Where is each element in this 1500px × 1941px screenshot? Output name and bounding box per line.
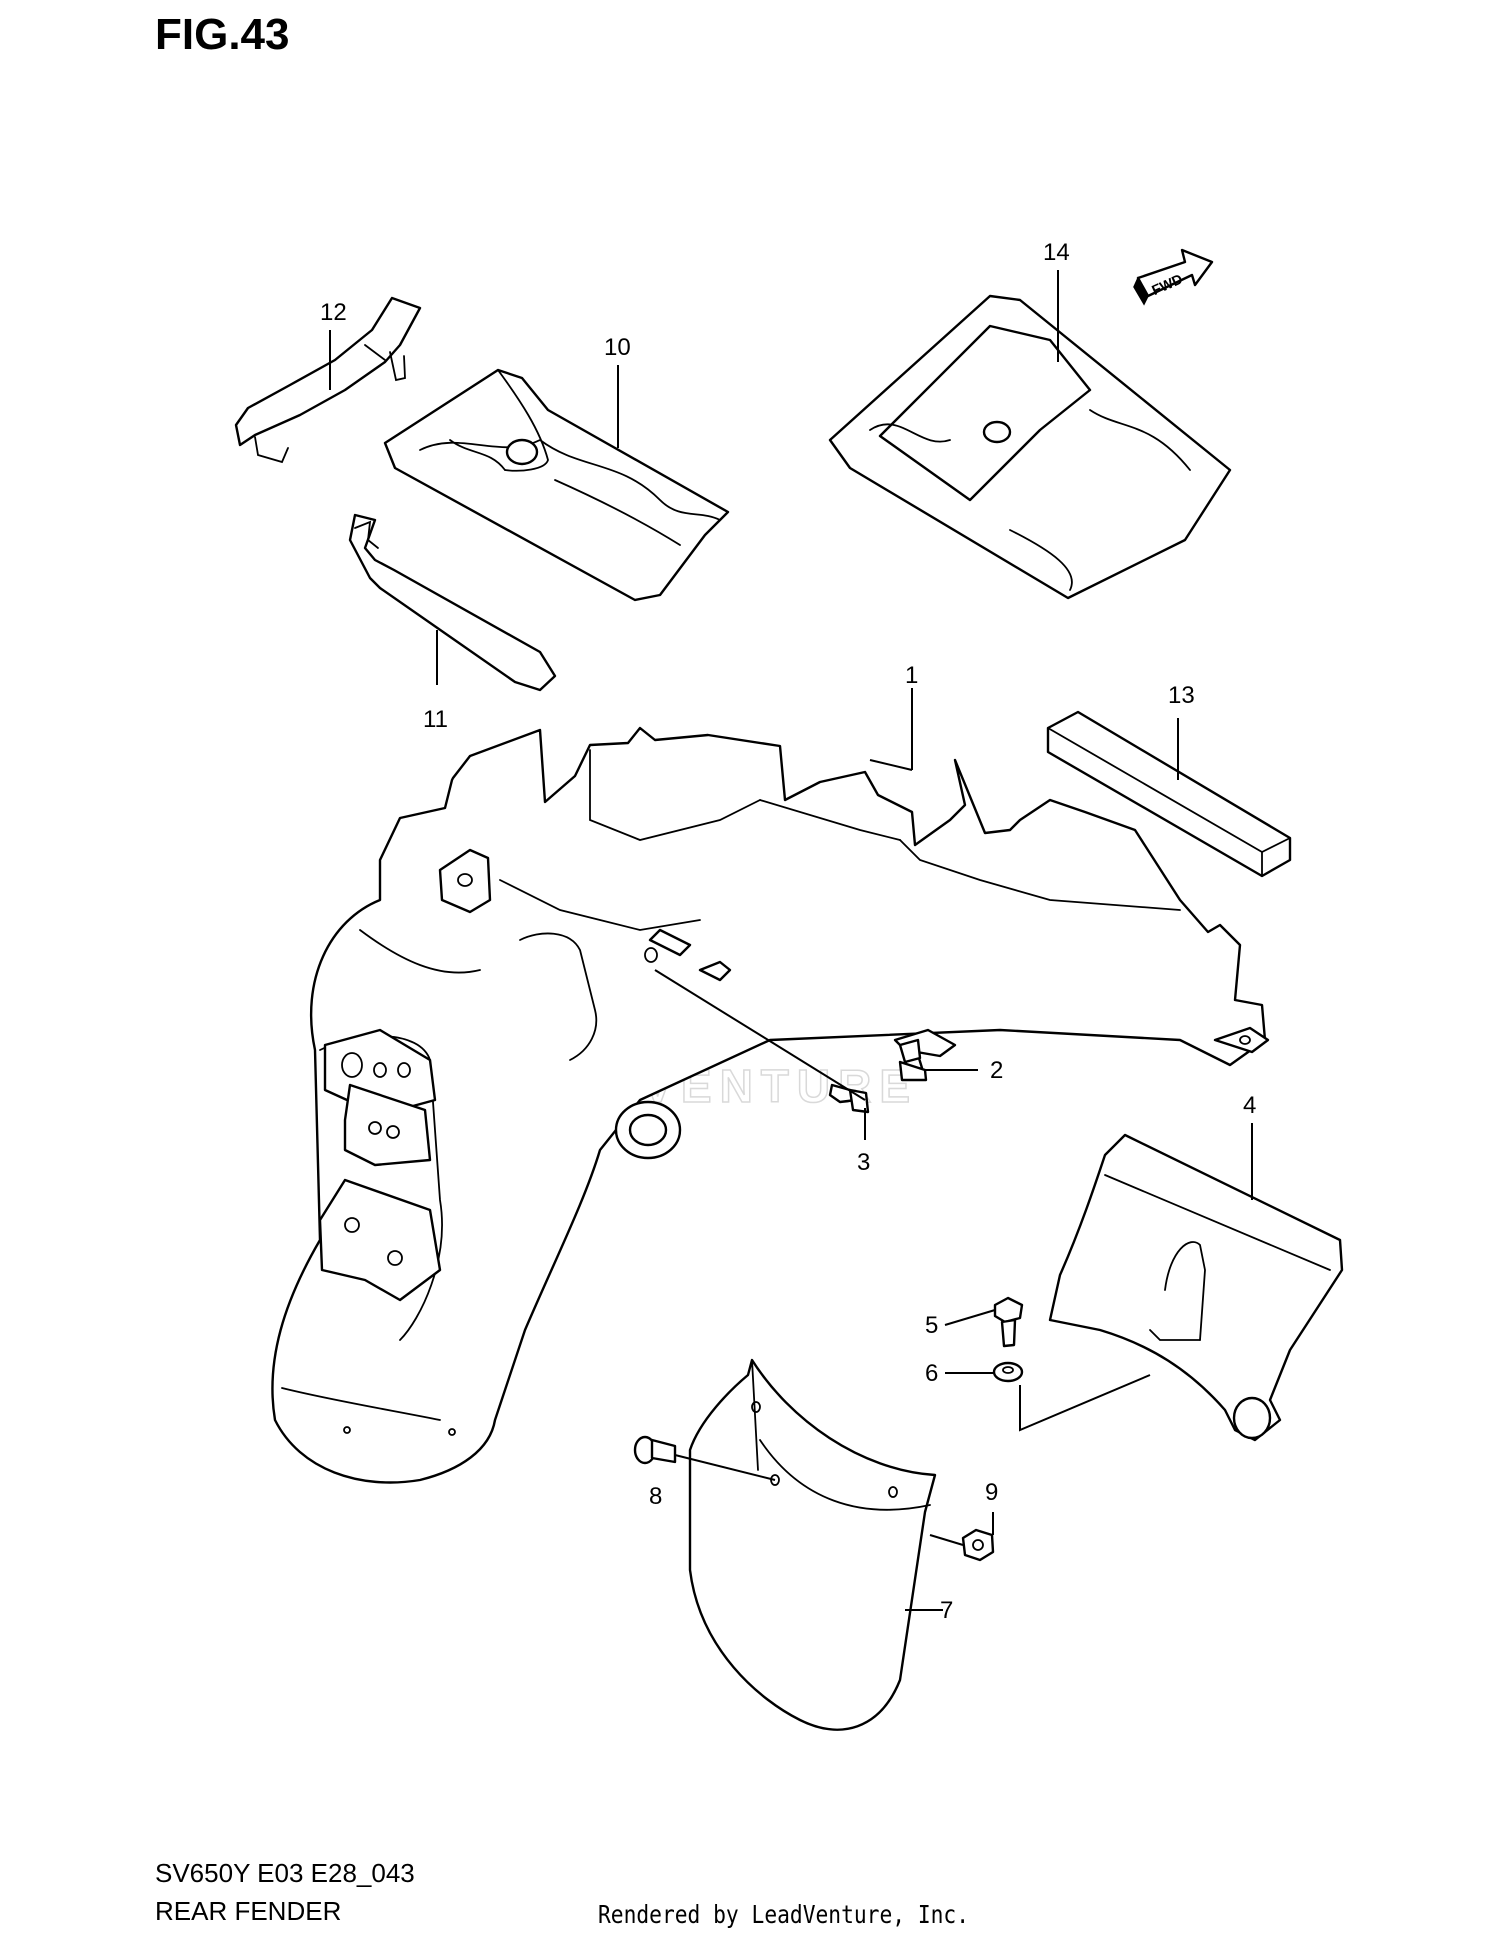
callout-14[interactable]: 14 (1043, 239, 1070, 266)
part-1-rear-fender[interactable] (271, 726, 1270, 1484)
callout-1[interactable]: 1 (905, 662, 918, 689)
part-6-washer[interactable] (992, 1361, 1024, 1383)
callout-10[interactable]: 10 (604, 334, 631, 361)
callout-11[interactable]: 11 (423, 706, 448, 733)
part-12-strap[interactable] (234, 296, 422, 464)
callout-3[interactable]: 3 (857, 1149, 870, 1176)
section-name: REAR FENDER (155, 1896, 342, 1926)
part-11-spanner[interactable] (348, 513, 557, 692)
figure-title: FIG.43 (155, 10, 290, 59)
callout-labels: 12 10 14 11 13 1 2 3 4 5 6 7 8 9 (320, 239, 1256, 1624)
model-code: SV650Y E03 E28_043 (155, 1858, 415, 1888)
part-10-tool-bag[interactable] (383, 368, 730, 602)
callout-7[interactable]: 7 (940, 1597, 953, 1624)
callout-13[interactable]: 13 (1168, 682, 1195, 709)
part-9-nut[interactable] (961, 1528, 995, 1562)
part-14-manual-case[interactable] (828, 294, 1232, 600)
part-5-bolt[interactable] (993, 1296, 1024, 1348)
part-8-screw[interactable] (633, 1435, 677, 1465)
callout-5[interactable]: 5 (925, 1312, 938, 1339)
part-4-mud-guard[interactable] (1048, 1133, 1344, 1442)
fwd-direction-arrow: FWD (1133, 248, 1214, 306)
callout-9[interactable]: 9 (985, 1479, 998, 1506)
render-credit: Rendered by LeadVenture, Inc. (598, 1900, 970, 1929)
leader-lines (329, 270, 1253, 1611)
callout-12[interactable]: 12 (320, 299, 347, 326)
part-2-bolt[interactable] (898, 1038, 928, 1082)
callout-6[interactable]: 6 (925, 1360, 938, 1387)
callout-4[interactable]: 4 (1243, 1092, 1256, 1119)
callout-2[interactable]: 2 (990, 1057, 1003, 1084)
callout-8[interactable]: 8 (649, 1483, 662, 1510)
part-7-fender-extension[interactable] (688, 1358, 937, 1731)
part-13-cushion[interactable] (1046, 710, 1292, 878)
